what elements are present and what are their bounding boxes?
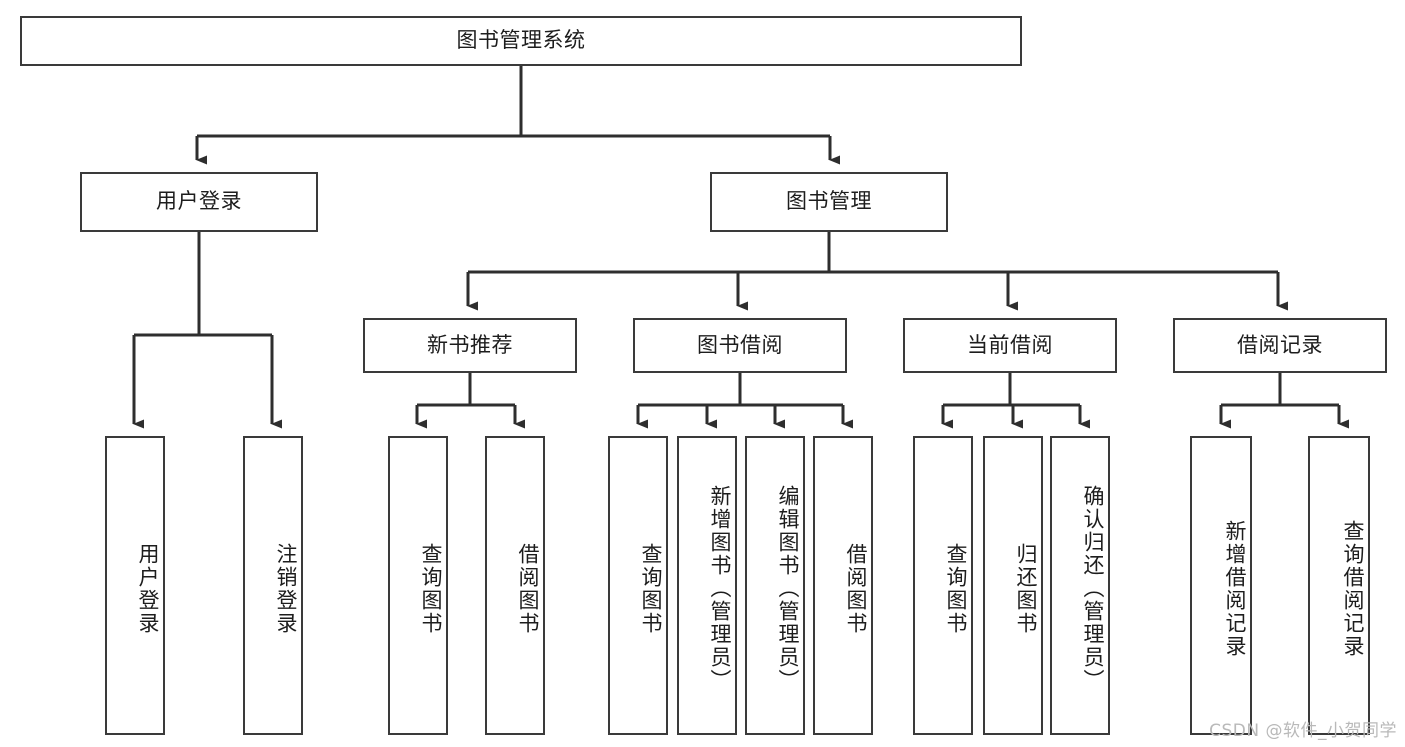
leaf-borrow-book-recommend-label: 借阅图书 (516, 542, 540, 635)
leaf-add-book-admin[interactable]: 新增图书（管理员） (677, 436, 737, 735)
leaf-return-book[interactable]: 归还图书 (983, 436, 1043, 735)
leaf-query-book-current[interactable]: 查询图书 (913, 436, 973, 735)
leaf-query-book-current-label: 查询图书 (944, 542, 968, 635)
leaf-query-book-recommend[interactable]: 查询图书 (388, 436, 448, 735)
leaf-logout[interactable]: 注销登录 (243, 436, 303, 735)
leaf-query-book-borrow[interactable]: 查询图书 (608, 436, 668, 735)
node-borrow-records-label: 借阅记录 (1237, 332, 1323, 357)
leaf-query-book-recommend-label: 查询图书 (419, 542, 443, 635)
leaf-borrow-book-label: 借阅图书 (844, 542, 868, 635)
leaf-return-book-label: 归还图书 (1014, 542, 1038, 635)
node-book-management[interactable]: 图书管理 (710, 172, 948, 232)
leaf-user-login-label: 用户登录 (136, 542, 160, 635)
leaf-confirm-return-admin-label: 确认归还（管理员） (1081, 485, 1105, 692)
node-book-borrow[interactable]: 图书借阅 (633, 318, 847, 373)
leaf-logout-label: 注销登录 (274, 542, 298, 635)
leaf-add-borrow-record-label: 新增借阅记录 (1223, 519, 1247, 658)
node-borrow-records[interactable]: 借阅记录 (1173, 318, 1387, 373)
leaf-query-book-borrow-label: 查询图书 (639, 542, 663, 635)
leaf-query-borrow-record-label: 查询借阅记录 (1341, 519, 1365, 658)
node-root-label: 图书管理系统 (456, 28, 586, 53)
leaf-edit-book-admin[interactable]: 编辑图书（管理员） (745, 436, 805, 735)
node-root[interactable]: 图书管理系统 (20, 16, 1022, 66)
leaf-add-book-admin-label: 新增图书（管理员） (708, 485, 732, 692)
node-new-book-recommend[interactable]: 新书推荐 (363, 318, 577, 373)
leaf-edit-book-admin-label: 编辑图书（管理员） (776, 485, 800, 692)
leaf-query-borrow-record[interactable]: 查询借阅记录 (1308, 436, 1370, 735)
leaf-user-login[interactable]: 用户登录 (105, 436, 165, 735)
leaf-borrow-book[interactable]: 借阅图书 (813, 436, 873, 735)
node-current-borrow-label: 当前借阅 (967, 332, 1053, 357)
csdn-watermark: CSDN @软件_小贺同学 (1209, 721, 1397, 741)
leaf-borrow-book-recommend[interactable]: 借阅图书 (485, 436, 545, 735)
node-book-borrow-label: 图书借阅 (697, 332, 783, 357)
node-user-login-label: 用户登录 (156, 189, 242, 214)
node-user-login[interactable]: 用户登录 (80, 172, 318, 232)
node-book-management-label: 图书管理 (786, 189, 872, 214)
leaf-confirm-return-admin[interactable]: 确认归还（管理员） (1050, 436, 1110, 735)
node-current-borrow[interactable]: 当前借阅 (903, 318, 1117, 373)
leaf-add-borrow-record[interactable]: 新增借阅记录 (1190, 436, 1252, 735)
node-new-book-recommend-label: 新书推荐 (427, 332, 513, 357)
